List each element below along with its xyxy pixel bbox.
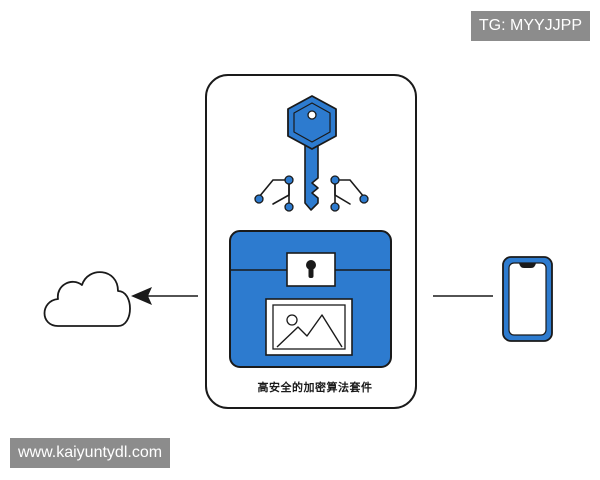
watermark-top-right: TG: MYYJJPP — [470, 11, 590, 41]
watermark-bottom-left: www.kaiyuntydl.com — [10, 438, 171, 468]
image-icon — [265, 298, 353, 356]
key-icon — [254, 95, 369, 212]
lock-plate — [286, 252, 336, 287]
suite-caption: 高安全的加密算法套件 — [257, 381, 373, 394]
arrow-left-icon — [131, 287, 198, 305]
lock-box-icon — [229, 230, 392, 368]
keyhole-icon — [306, 260, 316, 278]
cloud-icon — [43, 271, 131, 327]
phone-icon — [502, 256, 553, 342]
